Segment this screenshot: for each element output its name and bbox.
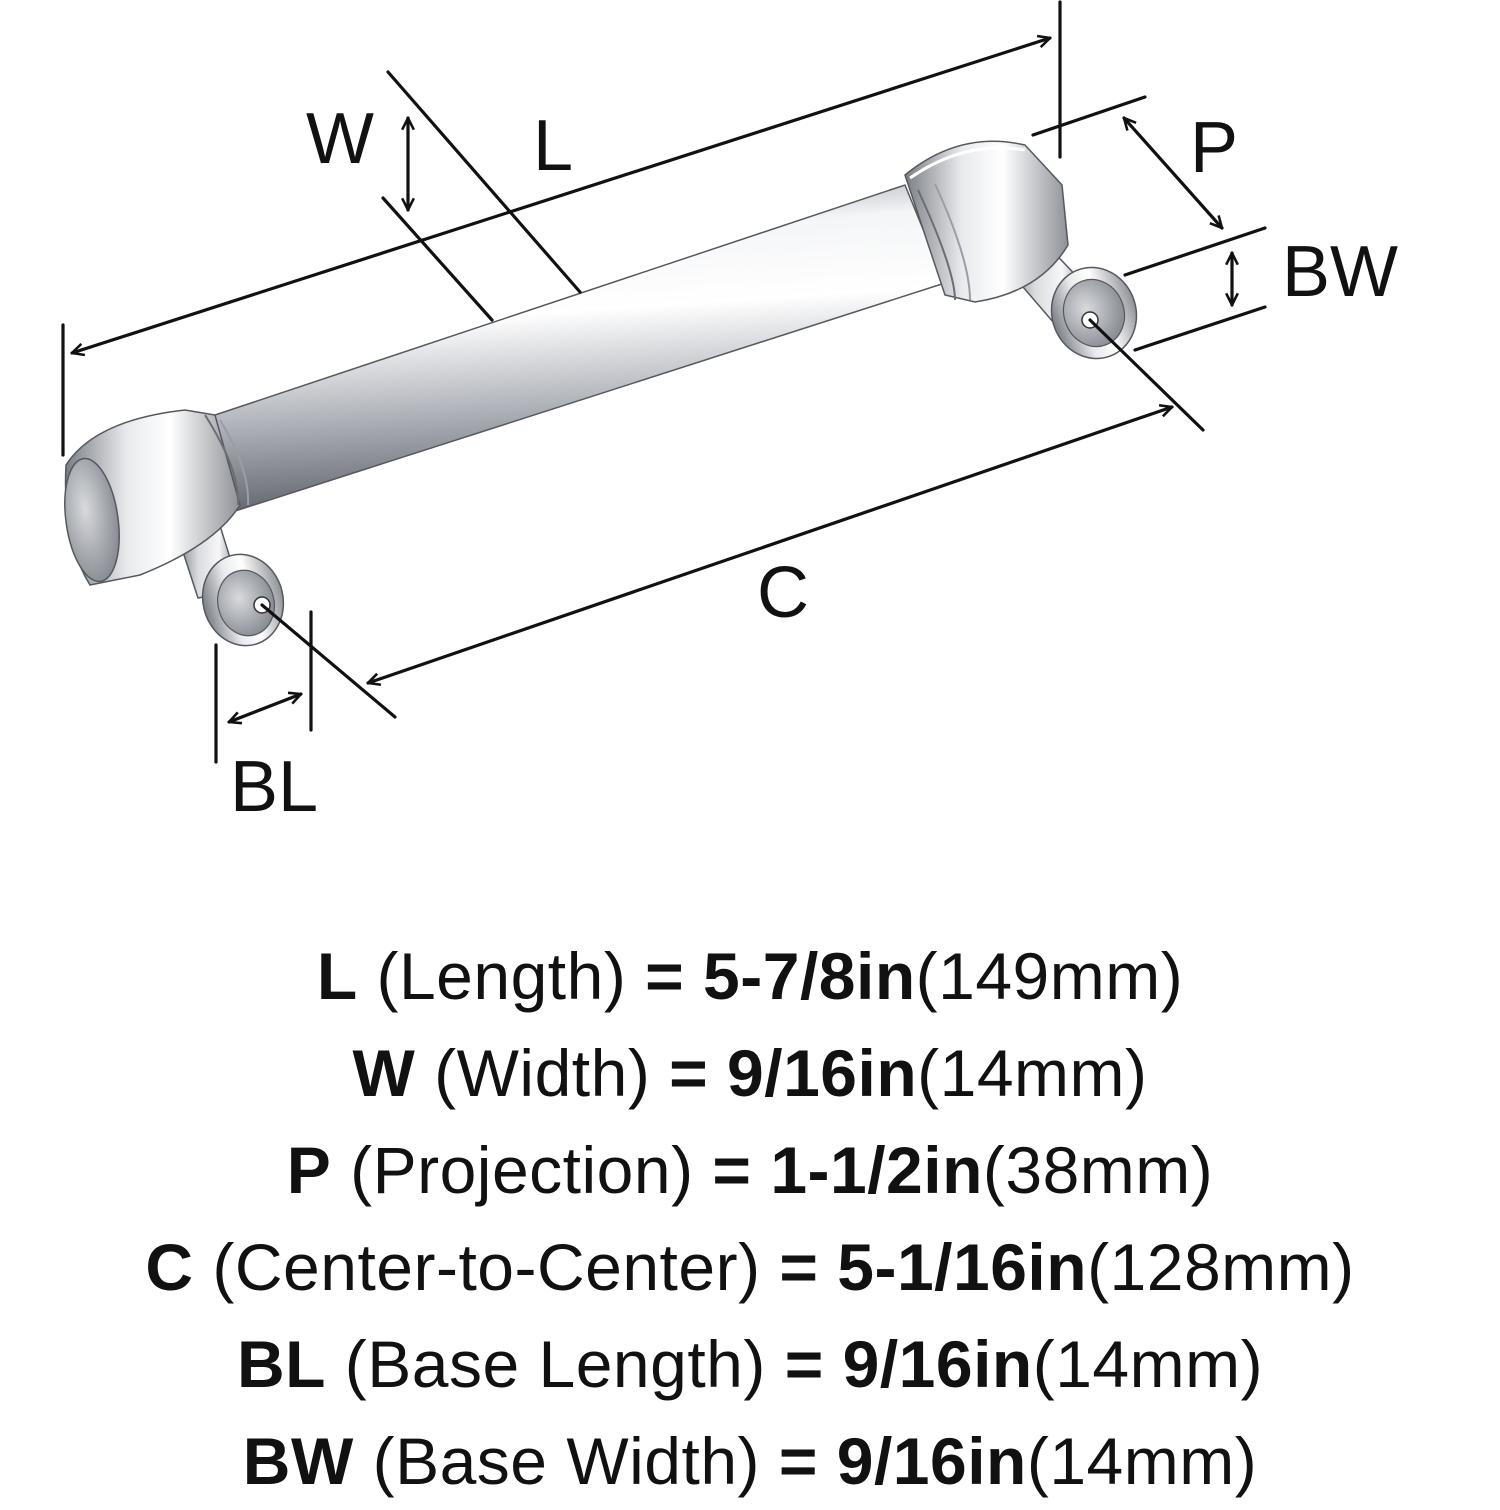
spec-equals: = [778, 1424, 818, 1498]
label-bl: BL [230, 747, 318, 827]
spec-code: P [286, 1133, 332, 1207]
spec-equals: = [779, 1230, 819, 1304]
spec-equals: = [645, 939, 685, 1013]
spec-inch-value: 1-1/2in [770, 1133, 983, 1207]
projection-arrow [1124, 118, 1222, 228]
spec-line-bw: BW (Base Width) = 9/16in(14mm) [0, 1413, 1500, 1510]
center-to-center-arrow [368, 407, 1172, 683]
left-end-face [64, 457, 120, 583]
spec-code: W [352, 1036, 416, 1110]
label-w: W [306, 99, 374, 179]
spec-inch-value: 5-1/16in [837, 1230, 1088, 1304]
spec-mm-value: (128mm) [1087, 1230, 1355, 1304]
spec-mm-value: (38mm) [982, 1133, 1214, 1207]
spec-name: (Length) [376, 939, 627, 1013]
spec-line-bl: BL (Base Length) = 9/16in(14mm) [0, 1316, 1500, 1413]
spec-code: BW [242, 1424, 354, 1498]
cabinet-pull-handle [64, 140, 1138, 647]
spec-code: C [145, 1230, 194, 1304]
spec-equals: = [784, 1327, 824, 1401]
label-c: C [757, 553, 809, 633]
spec-code: L [316, 939, 358, 1013]
label-bw: BW [1282, 232, 1398, 312]
spec-inch-value: 9/16in [842, 1327, 1033, 1401]
length-arrow [72, 38, 1050, 353]
spec-inch-value: 9/16in [727, 1036, 918, 1110]
spec-name: (Center-to-Center) [212, 1230, 761, 1304]
spec-line-p: P (Projection) = 1-1/2in(38mm) [0, 1122, 1500, 1219]
spec-line-l: L (Length) = 5-7/8in(149mm) [0, 928, 1500, 1025]
spec-code: BL [236, 1327, 326, 1401]
spec-name: (Base Width) [372, 1424, 761, 1498]
spec-equals: = [712, 1133, 752, 1207]
spec-equals: = [669, 1036, 709, 1110]
spec-line-c: C (Center-to-Center) = 5-1/16in(128mm) [0, 1219, 1500, 1316]
label-p: P [1190, 108, 1238, 188]
spec-name: (Projection) [350, 1133, 694, 1207]
spec-mm-value: (149mm) [915, 939, 1184, 1013]
spec-line-w: W (Width) = 9/16in(14mm) [0, 1025, 1500, 1122]
label-l: L [533, 106, 573, 186]
spec-name: (Width) [434, 1036, 651, 1110]
spec-inch-value: 5-7/8in [703, 939, 916, 1013]
spec-mm-value: (14mm) [1026, 1424, 1258, 1498]
spec-name: (Base Length) [344, 1327, 766, 1401]
spec-inch-value: 9/16in [836, 1424, 1027, 1498]
dimension-spec-list: L (Length) = 5-7/8in(149mm)W (Width) = 9… [0, 928, 1500, 1510]
base-length-arrow [229, 694, 301, 722]
dimension-lines [61, 0, 1267, 764]
dimension-labels: W L P BW C BL [230, 99, 1398, 827]
handle-bar [199, 184, 947, 513]
spec-mm-value: (14mm) [917, 1036, 1148, 1110]
spec-mm-value: (14mm) [1032, 1327, 1264, 1401]
handle-dimension-diagram: W L P BW C BL [61, 0, 1398, 827]
